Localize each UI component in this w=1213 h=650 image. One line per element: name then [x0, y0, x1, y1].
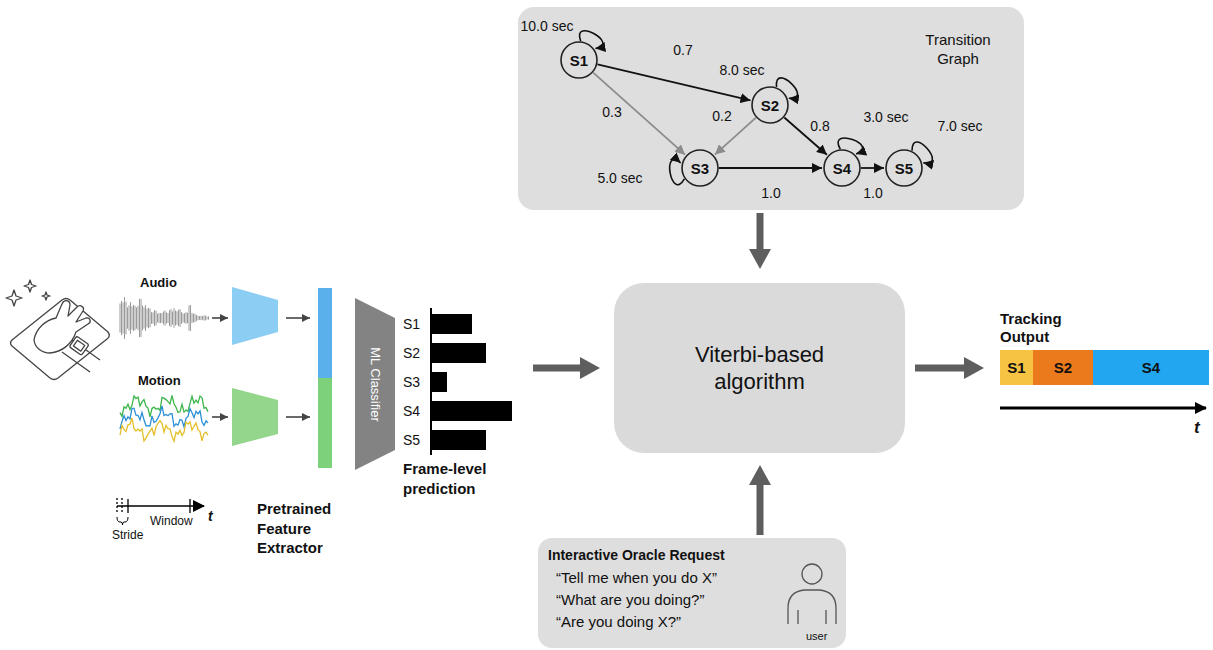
score-bar — [432, 372, 447, 392]
segment-label: S2 — [1054, 359, 1072, 376]
chart-row: S4 — [403, 401, 521, 421]
state-name: S4 — [833, 160, 851, 177]
state-circle: S4 — [823, 149, 861, 187]
chart-axis — [430, 308, 432, 455]
chart-row: S2 — [403, 343, 521, 363]
chart-row: S5 — [403, 430, 521, 450]
state-label: S5 — [403, 432, 432, 448]
text-label: t — [208, 508, 213, 524]
output-segment: S1 — [1000, 350, 1033, 385]
output-time-axis — [1000, 407, 1206, 410]
chart-caption: Frame-level prediction — [403, 459, 503, 498]
flow-arrow — [749, 213, 771, 269]
audio-feature-vector — [318, 288, 332, 378]
state-name: S3 — [691, 160, 709, 177]
oracle-query: “Are you doing X?” — [556, 611, 836, 633]
self-loop — [776, 78, 797, 98]
self-loop — [670, 159, 685, 184]
transition-edge — [593, 73, 685, 155]
edge-label: 0.2 — [710, 108, 733, 124]
algorithm-name: Viterbi-based algorithm — [660, 341, 860, 396]
chart-row: S3 — [403, 372, 521, 392]
user-icon — [784, 562, 840, 626]
motion-signal — [120, 395, 208, 441]
oracle-panel: Interactive Oracle Request “Tell me when … — [538, 538, 846, 648]
score-bar — [432, 401, 512, 421]
state-circle: S3 — [681, 149, 719, 187]
edge-label: 0.7 — [671, 42, 694, 58]
text-label: Stride — [112, 528, 143, 542]
state-name: S5 — [895, 160, 913, 177]
oracle-query: “Tell me when you do X” — [556, 567, 836, 589]
state-name: S2 — [761, 97, 779, 114]
flow-arrow — [533, 357, 600, 379]
state-name: S1 — [570, 52, 588, 69]
state-label: S1 — [403, 316, 432, 332]
edge-label: 0.8 — [808, 118, 831, 134]
output-segment: S2 — [1033, 350, 1093, 385]
state-circle: S1 — [560, 41, 598, 79]
text-label: Pretrained Feature Extractor — [257, 499, 349, 558]
edge-label: 3.0 sec — [861, 109, 910, 125]
state-label: S4 — [403, 403, 432, 419]
text-label: user — [806, 630, 827, 642]
panel-heading: Interactive Oracle Request — [548, 547, 836, 563]
classifier-trapezoid: ML Classifier — [355, 298, 395, 470]
transition-edge — [719, 167, 822, 169]
transition-edge — [861, 167, 884, 169]
self-loop — [912, 142, 932, 163]
text-label: Motion — [138, 373, 181, 388]
classifier-label: ML Classifier — [368, 347, 383, 422]
state-label: S3 — [403, 374, 432, 390]
text-label: Audio — [140, 275, 177, 290]
score-bar — [432, 314, 472, 334]
text-label: t — [1194, 418, 1200, 438]
segment-label: S1 — [1007, 359, 1025, 376]
motion-feature-vector — [318, 378, 332, 468]
edge-label: 1.0 — [759, 185, 782, 201]
motion-encoder-trapezoid — [232, 388, 278, 446]
viterbi-box: Viterbi-based algorithm — [614, 283, 905, 453]
prediction-chart: S1S2S3S4S5Frame-level prediction — [403, 305, 521, 498]
score-bar — [432, 343, 486, 363]
flow-arrow — [915, 357, 984, 379]
chart-row: S1 — [403, 314, 521, 334]
score-bar — [432, 430, 486, 450]
segment-label: S4 — [1142, 359, 1160, 376]
transition-graph-panel: Transition GraphS1S2S3 S4 S5 — [518, 7, 1024, 210]
output-title: Tracking Output — [1000, 310, 1080, 346]
edge-label: 8.0 sec — [717, 62, 766, 78]
edge-label: 10.0 sec — [519, 18, 576, 34]
output-segment: S4 — [1093, 350, 1209, 385]
self-loop — [838, 138, 863, 154]
state-label: S2 — [403, 345, 432, 361]
audio-waveform — [120, 297, 209, 339]
wiping-hand-icon — [6, 280, 109, 380]
edge-label: 5.0 sec — [595, 170, 644, 186]
self-loop — [579, 31, 602, 49]
audio-encoder-trapezoid — [232, 287, 278, 345]
state-circle: S2 — [751, 86, 789, 124]
flow-arrow — [749, 465, 771, 535]
oracle-query: “What are you doing?” — [556, 589, 836, 611]
edge-label: 1.0 — [861, 185, 884, 201]
edge-label: 7.0 sec — [935, 118, 984, 134]
tracking-output: Tracking OutputS1 S2 S4 — [1000, 310, 1209, 388]
text-label: Window — [150, 514, 193, 528]
state-circle: S5 — [885, 149, 923, 187]
edge-label: 0.3 — [600, 104, 623, 120]
panel-title: Transition Graph — [903, 31, 1013, 69]
